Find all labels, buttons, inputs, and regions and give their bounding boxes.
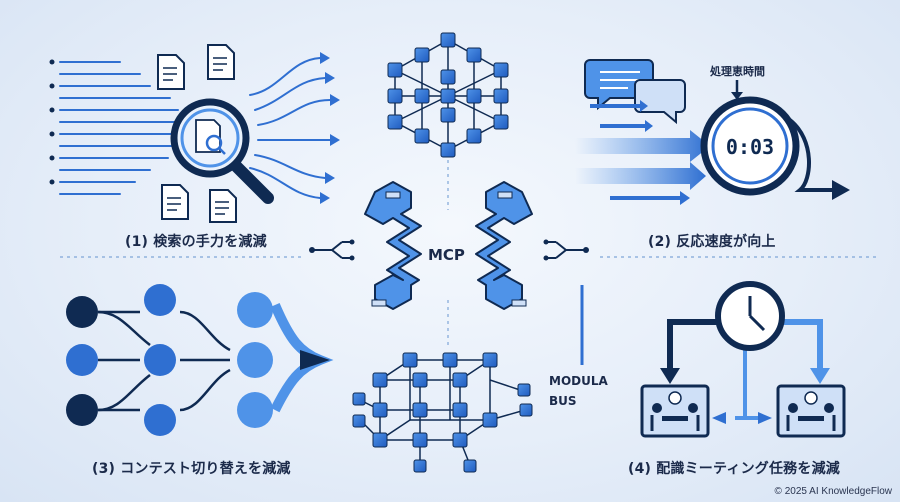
divider-lines	[60, 160, 880, 345]
document-icon	[207, 44, 235, 80]
magnifier-icon	[170, 98, 274, 204]
bus-label-line2: BUS	[549, 394, 577, 408]
modular-bus-label: MODULA BUS	[549, 371, 608, 411]
chat-bubble-icon	[634, 79, 686, 125]
document-icon	[157, 54, 185, 90]
timer-value: 0:03	[725, 135, 775, 159]
caption-meeting: (4) 配識ミーティング任務を減減	[628, 461, 840, 477]
document-icon	[161, 184, 189, 220]
mcp-connectors	[309, 181, 589, 365]
stopwatch-icon	[700, 80, 850, 200]
bus-label-line1: MODULA	[549, 374, 608, 388]
document-icon	[209, 189, 237, 223]
speed-illustration	[575, 59, 850, 205]
context-switch-illustration	[66, 284, 334, 436]
processing-time-label: 処理恵時間	[710, 65, 765, 78]
copyright-footer: © 2025 AI KnowledgeFlow	[774, 486, 892, 497]
meeting-illustration	[640, 281, 846, 438]
search-illustration	[49, 44, 340, 223]
clock-icon	[715, 281, 785, 351]
caption-response: (2) 反応速度が向上	[648, 234, 776, 250]
bottom-network-cube	[352, 352, 533, 473]
caption-search: (1) 検索の手力を減減	[125, 234, 267, 250]
mcp-label: MCP	[428, 246, 465, 264]
meeting-room-icon	[776, 384, 846, 438]
caption-context: (3) コンテスト切り替えを減減	[92, 461, 291, 477]
meeting-room-icon	[640, 384, 710, 438]
top-network-cube	[387, 32, 509, 158]
